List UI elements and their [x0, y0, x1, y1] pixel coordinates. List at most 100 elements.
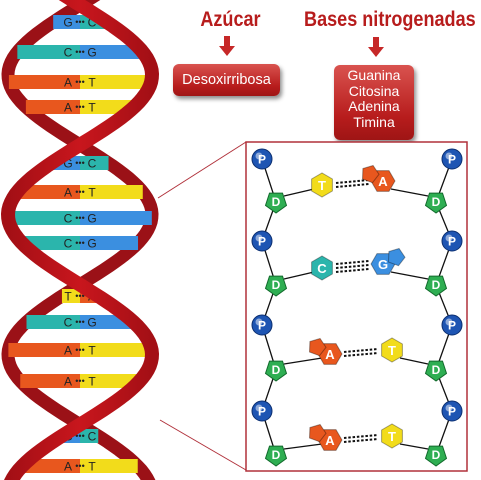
helix-base-letter: T: [88, 460, 96, 474]
phosphate-letter: P: [258, 319, 266, 333]
deoxyribose-pentagon: [264, 275, 288, 297]
glycosidic-bond: [399, 443, 429, 450]
thymine-molecule: T: [311, 172, 333, 198]
helix-base-guanine: [80, 211, 152, 225]
bases-header: Bases nitrogenadas: [304, 8, 476, 31]
phosphate-letter: P: [258, 153, 266, 167]
hydrogen-bond: •••: [75, 317, 84, 327]
helix-base-letter: G: [63, 16, 72, 30]
deoxyribose-label: Desoxirribosa: [173, 64, 280, 96]
helix-base-cytosine: [26, 315, 80, 329]
phosphate-highlight: [445, 318, 453, 326]
helix-rung: A••• T: [8, 343, 152, 358]
helix-rung: A•••T: [22, 459, 138, 474]
pyrimidine-ring: [381, 423, 403, 449]
hydrogen-bond: •••: [75, 77, 84, 87]
helix-base-letter: G: [63, 157, 72, 171]
glycosidic-bond: [390, 271, 429, 280]
hydrogen-bond: [335, 264, 370, 269]
base-thymine: Timina: [353, 113, 395, 130]
adenine-molecule: A: [361, 164, 396, 192]
right-deoxyribose-group: D: [424, 192, 448, 214]
helix-base-thymine: [80, 343, 152, 357]
hydrogen-bond: [343, 352, 379, 357]
helix-base-letter: T: [88, 344, 96, 358]
helix-rung: A••• T: [17, 185, 143, 200]
phosphate-letter: P: [448, 235, 456, 249]
base-letter: C: [317, 261, 327, 276]
helix-base-letter: G: [87, 212, 96, 226]
right-deoxyribose-group: D: [424, 275, 448, 297]
phosphate-highlight: [255, 404, 263, 412]
helix-base-thymine: [80, 185, 143, 199]
helix-base-adenine: [8, 75, 81, 89]
base-letter: A: [325, 347, 335, 362]
left-deoxyribose-group: D: [264, 445, 288, 467]
base-letter: A: [378, 174, 388, 189]
helix-base-letter: C: [88, 157, 97, 171]
helix-base-adenine: [22, 459, 80, 473]
zoom-frame: [245, 141, 468, 472]
deoxyribose-pentagon: [264, 360, 288, 382]
helix-base-letter: C: [64, 316, 73, 330]
hydrogen-bond: •••: [75, 238, 84, 248]
phosphate-letter: P: [448, 153, 456, 167]
base-letter: T: [318, 178, 326, 193]
deoxyribose-pentagon: [264, 445, 288, 467]
base-cytosine: Citosina: [348, 82, 400, 99]
helix-base-cytosine: [17, 45, 80, 59]
deoxyribose-letter: D: [432, 278, 441, 292]
helix-base-letter: T: [88, 101, 96, 115]
glycosidic-bond: [283, 188, 315, 197]
pyrimidine-ring: [311, 172, 333, 198]
helix-base-letter: A: [64, 101, 72, 115]
helix-base-letter: G: [87, 46, 96, 60]
hydrogen-bond: •••: [75, 345, 84, 355]
hydrogen-bond: •••: [75, 47, 84, 57]
helix-base-letter: G: [87, 316, 96, 330]
helix-base-letter: C: [64, 46, 73, 60]
hydrogen-bond: •••: [75, 102, 84, 112]
glycosidic-bond: [283, 357, 323, 365]
purine-ring-5: [308, 337, 327, 357]
hydrogen-bond: [335, 268, 370, 273]
helix-base-adenine: [25, 100, 80, 114]
hydrogen-bond: •••: [75, 187, 84, 197]
double-helix: G•••CC•••GA•••TA•••TG•••CA•••TC•••GC•••G…: [0, 0, 160, 480]
phosphate-highlight: [255, 234, 263, 242]
helix-base-letter: A: [64, 375, 72, 389]
zoom-line: [159, 419, 247, 471]
base-letter: A: [325, 433, 335, 448]
right-deoxyribose-group: D: [424, 360, 448, 382]
deoxyribose-letter: D: [432, 448, 441, 462]
helix-base-thymine: [80, 459, 138, 473]
helix-base-letter: C: [88, 430, 97, 444]
helix-base-letter: A: [64, 344, 72, 358]
phosphate-highlight: [255, 152, 263, 160]
helix-base-letter: A: [64, 186, 72, 200]
phosphate-highlight: [445, 152, 453, 160]
helix-strand-back: [1, 0, 159, 480]
helix-base-letter: T: [88, 186, 96, 200]
helix-rung: C•••G: [8, 211, 152, 226]
right-phosphate-group: P: [441, 400, 463, 422]
phosphate-letter: P: [448, 319, 456, 333]
deoxyribose-letter: D: [272, 195, 281, 209]
helix-base-letter: T: [88, 76, 96, 90]
glycosidic-bond: [283, 443, 323, 450]
sugar-header: Azúcar: [200, 8, 261, 31]
phosphate-highlight: [255, 318, 263, 326]
left-phosphate-group: P: [251, 148, 273, 170]
glycosidic-bond: [399, 357, 429, 365]
hydrogen-bond: •••: [75, 291, 84, 301]
helix-base-letter: C: [88, 16, 97, 30]
helix-strand-front: [0, 0, 160, 480]
bases-list-box: Guanina Citosina Adenina Timina: [334, 65, 414, 140]
deoxyribose-letter: D: [272, 448, 281, 462]
phosphate-highlight: [445, 234, 453, 242]
adenine-molecule: A: [308, 423, 343, 451]
left-deoxyribose-group: D: [264, 192, 288, 214]
deoxyribose-letter: D: [432, 195, 441, 209]
helix-base-thymine: [80, 374, 140, 388]
